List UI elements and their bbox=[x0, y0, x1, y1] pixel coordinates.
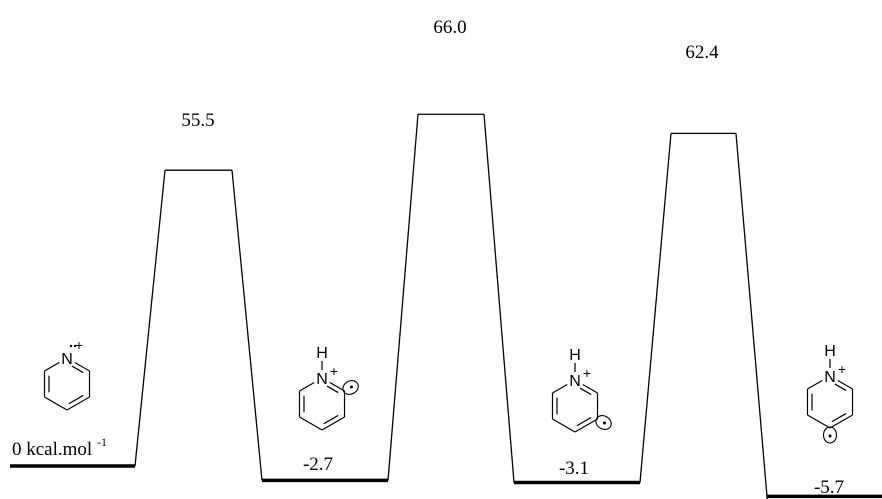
svg-text:+: + bbox=[838, 361, 846, 377]
svg-text:H: H bbox=[569, 347, 581, 364]
radical-orbital-icon bbox=[595, 415, 612, 430]
energy-label-6: -5.7 bbox=[814, 477, 844, 498]
energy-labels: 0 kcal.mol -1 55.5 -2.7 66.0 -3.1 62.4 -… bbox=[12, 17, 844, 498]
energy-label-5: 62.4 bbox=[685, 42, 719, 63]
svg-text:+: + bbox=[583, 365, 591, 381]
connector-1 bbox=[231, 170, 263, 481]
svg-text:N: N bbox=[824, 369, 836, 386]
4-pyridyl-radical-ion: N+H bbox=[806, 343, 854, 444]
svg-text:N: N bbox=[316, 371, 328, 388]
energy-label-3: 66.0 bbox=[433, 17, 466, 38]
svg-text:N: N bbox=[569, 373, 581, 390]
connector-3 bbox=[483, 114, 515, 483]
connector-4 bbox=[639, 133, 672, 483]
energy-label-1: 55.5 bbox=[181, 110, 214, 131]
svg-text:H: H bbox=[316, 345, 328, 362]
radical-orbital-icon bbox=[822, 426, 838, 444]
connector-0 bbox=[134, 170, 166, 467]
pyridine-radical-cation: N+ bbox=[43, 337, 91, 411]
svg-text:H: H bbox=[824, 343, 836, 360]
connector-2 bbox=[387, 114, 419, 481]
svg-text:+: + bbox=[75, 337, 83, 353]
connector-5 bbox=[735, 133, 768, 497]
2-pyridyl-radical-ion: N+H bbox=[298, 345, 359, 431]
3-pyridyl-radical-ion: N+H bbox=[551, 347, 612, 433]
svg-text:N: N bbox=[61, 351, 73, 368]
radical-orbital-icon bbox=[342, 380, 359, 395]
energy-label-0: 0 kcal.mol -1 bbox=[12, 435, 107, 460]
energy-label-2: -2.7 bbox=[303, 454, 333, 475]
energy-profile bbox=[10, 113, 882, 499]
svg-text:+: + bbox=[330, 363, 338, 379]
structures: N+N+HN+HN+H bbox=[43, 337, 854, 444]
energy-label-4: -3.1 bbox=[559, 458, 589, 479]
